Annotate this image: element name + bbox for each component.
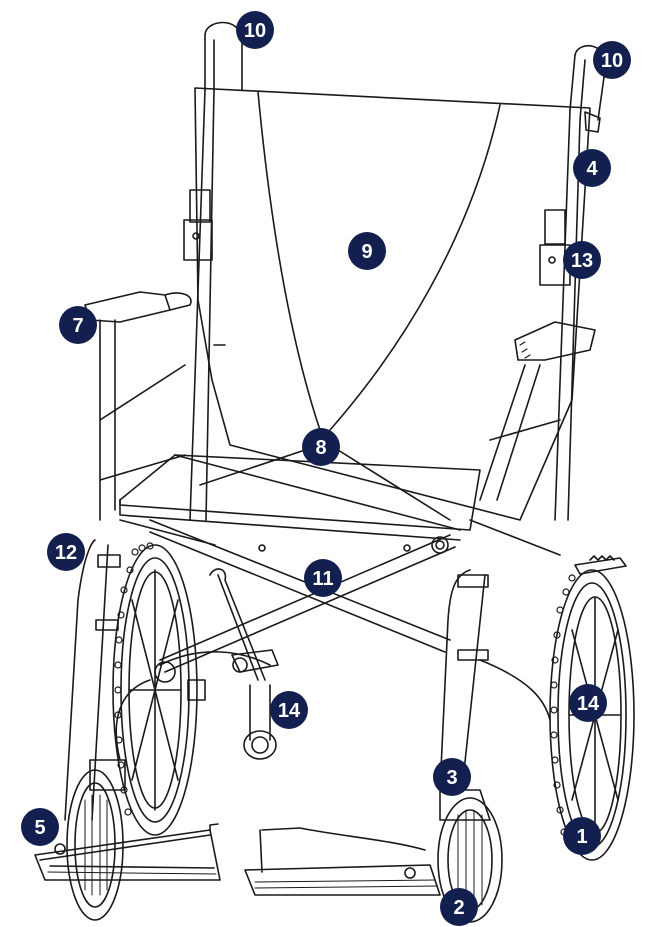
callout-number: 8 (315, 437, 326, 459)
callout-marker-2: 2 (440, 888, 478, 926)
callout-number: 5 (34, 817, 45, 839)
callout-circle (304, 559, 342, 597)
callout-circle (563, 241, 601, 279)
callout-marker-13: 13 (563, 241, 601, 279)
callout-circle (21, 808, 59, 846)
callout-marker-8: 8 (302, 428, 340, 466)
attendant-brake (115, 568, 279, 761)
callout-circle (348, 232, 386, 270)
cross-brace (119, 519, 561, 673)
callout-number: 1 (576, 826, 587, 848)
callout-number: 2 (453, 897, 464, 919)
back-frame (183, 21, 607, 521)
callout-circle (563, 817, 601, 855)
callout-number: 3 (446, 767, 457, 789)
callout-number: 14 (278, 700, 301, 722)
callout-marker-10-right: 10 (593, 41, 631, 79)
callout-circle (569, 684, 607, 722)
callout-number: 11 (312, 568, 333, 590)
callout-number: 14 (577, 693, 600, 715)
callout-marker-9: 9 (348, 232, 386, 270)
callout-circle (440, 888, 478, 926)
left-rear-wheel (112, 542, 198, 836)
seat (119, 444, 481, 541)
right-wheel-tread (550, 574, 576, 836)
callout-circle (302, 428, 340, 466)
callout-number: 9 (361, 241, 372, 263)
callout-marker-5: 5 (21, 808, 59, 846)
callout-circle (47, 533, 85, 571)
callout-circle (59, 306, 97, 344)
right-footplate (244, 827, 441, 896)
callout-marker-3: 3 (433, 758, 471, 796)
left-wheel-tread (114, 542, 154, 816)
backrest (194, 87, 591, 521)
callout-number: 10 (244, 20, 266, 42)
callout-number: 10 (601, 50, 623, 72)
callout-circle (270, 691, 308, 729)
callout-number: 7 (72, 315, 83, 337)
callout-number: 12 (55, 542, 77, 564)
callout-circle (236, 11, 274, 49)
callout-number: 13 (571, 250, 593, 272)
callout-marker-7: 7 (59, 306, 97, 344)
left-footplate (34, 823, 221, 881)
callout-marker-12: 12 (47, 533, 85, 571)
callout-circle (573, 149, 611, 187)
callout-circle (593, 41, 631, 79)
callout-marker-14-right: 14 (569, 684, 607, 722)
callout-number: 4 (586, 158, 598, 180)
right-front-frame (437, 569, 551, 923)
callout-marker-10-left: 10 (236, 11, 274, 49)
callout-marker-1: 1 (563, 817, 601, 855)
callout-marker-11: 11 (304, 559, 342, 597)
callout-marker-4: 4 (573, 149, 611, 187)
left-front-frame (64, 539, 126, 921)
right-armrest (479, 321, 596, 501)
callout-circle (433, 758, 471, 796)
callout-marker-14-left: 14 (270, 691, 308, 729)
